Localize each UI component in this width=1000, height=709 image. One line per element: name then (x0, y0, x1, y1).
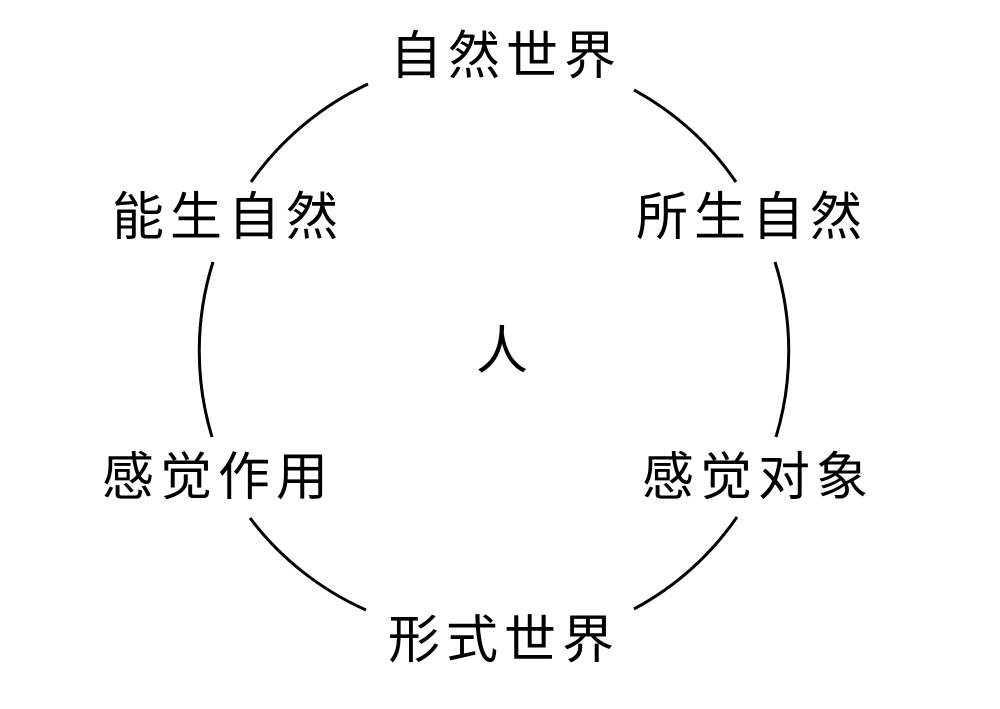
arc-lower-left-to-bottom (248, 517, 367, 612)
arc-upper-right-to-lower-right (773, 261, 791, 438)
node-natural-world: 自然世界 (389, 27, 623, 87)
arc-top-to-upper-left (249, 82, 369, 183)
node-natura-naturata: 所生自然 (635, 188, 869, 248)
node-formal-world: 形式世界 (387, 611, 621, 671)
arc-upper-left-to-lower-left (197, 261, 215, 438)
arc-lower-right-to-bottom (633, 516, 739, 611)
node-center-human: 人 (475, 322, 529, 382)
node-sensation-act: 感觉作用 (101, 448, 335, 508)
node-sensation-object: 感觉对象 (641, 448, 875, 508)
node-natura-naturans: 能生自然 (111, 188, 345, 248)
arc-top-to-upper-right (633, 88, 738, 183)
